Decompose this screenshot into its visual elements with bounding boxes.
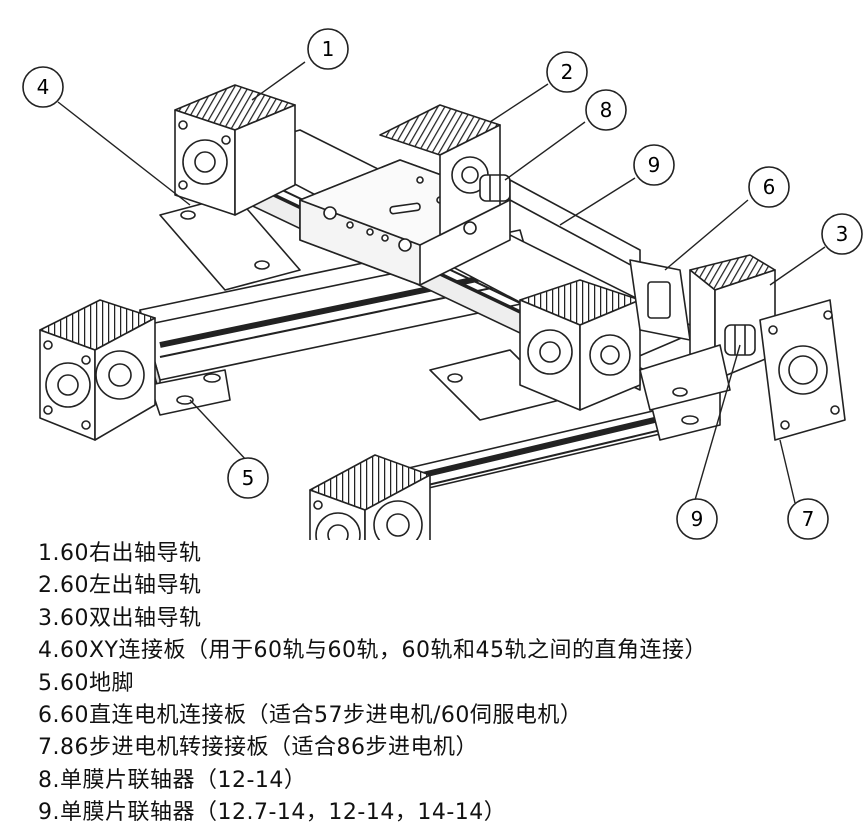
assembly-diagram: 1 2 3 4 5 6 7 8 9 9 (22, 28, 863, 540)
motor-2 (379, 104, 501, 236)
legend-item-9: 9.单膜片联轴器（12.7-14，12-14，14-14） (38, 800, 507, 826)
callout-2-label: 2 (561, 60, 574, 84)
callout-9-upper: 9 (633, 144, 675, 186)
foot-center (639, 344, 731, 411)
callout-4: 4 (22, 66, 64, 108)
callout-6-label: 6 (763, 175, 776, 199)
parts-legend: 1.60右出轴导轨 2.60左出轴导轨 3.60双出轴导轨 4.60XY连接板（… (38, 538, 858, 830)
motor-1 (174, 84, 296, 216)
foot-left (149, 369, 231, 416)
legend-item-1: 1.60右出轴导轨 (38, 541, 202, 566)
callout-1: 1 (307, 28, 349, 70)
legend-item-6: 6.60直连电机连接板（适合57步进电机/60伺服电机） (38, 702, 583, 728)
motor-center (519, 279, 641, 411)
callout-9-lower-label: 9 (691, 507, 704, 531)
callout-3: 3 (821, 213, 863, 255)
callout-6: 6 (748, 166, 790, 208)
callout-9-lower: 9 (676, 498, 718, 540)
legend-item-4: 4.60XY连接板（用于60轨与60轨，60轨和45轨之间的直角连接） (38, 638, 707, 664)
callout-4-label: 4 (37, 75, 50, 99)
callout-5: 5 (227, 457, 269, 499)
motor-bottom (309, 454, 431, 540)
motor-left (39, 299, 156, 441)
callout-1-label: 1 (322, 37, 335, 61)
callout-2: 2 (546, 51, 588, 93)
callout-7: 7 (787, 498, 829, 540)
callout-8-label: 8 (600, 98, 613, 122)
callout-8: 8 (585, 89, 627, 131)
legend-item-5: 5.60地脚 (38, 670, 134, 696)
legend-item-8: 8.单膜片联轴器（12-14） (38, 767, 307, 793)
plate-6 (629, 259, 691, 341)
plate-7 (759, 299, 846, 441)
callout-3-label: 3 (836, 222, 849, 246)
callout-9-upper-label: 9 (648, 153, 661, 177)
legend-item-2: 2.60左出轴导轨 (38, 573, 202, 599)
legend-item-3: 3.60双出轴导轨 (38, 605, 202, 631)
callout-5-label: 5 (242, 466, 255, 490)
coupling-9-right (724, 324, 756, 356)
callout-7-label: 7 (802, 507, 815, 531)
legend-item-7: 7.86步进电机转接接板（适合86步进电机） (38, 735, 478, 761)
leader-lines (57, 61, 826, 504)
